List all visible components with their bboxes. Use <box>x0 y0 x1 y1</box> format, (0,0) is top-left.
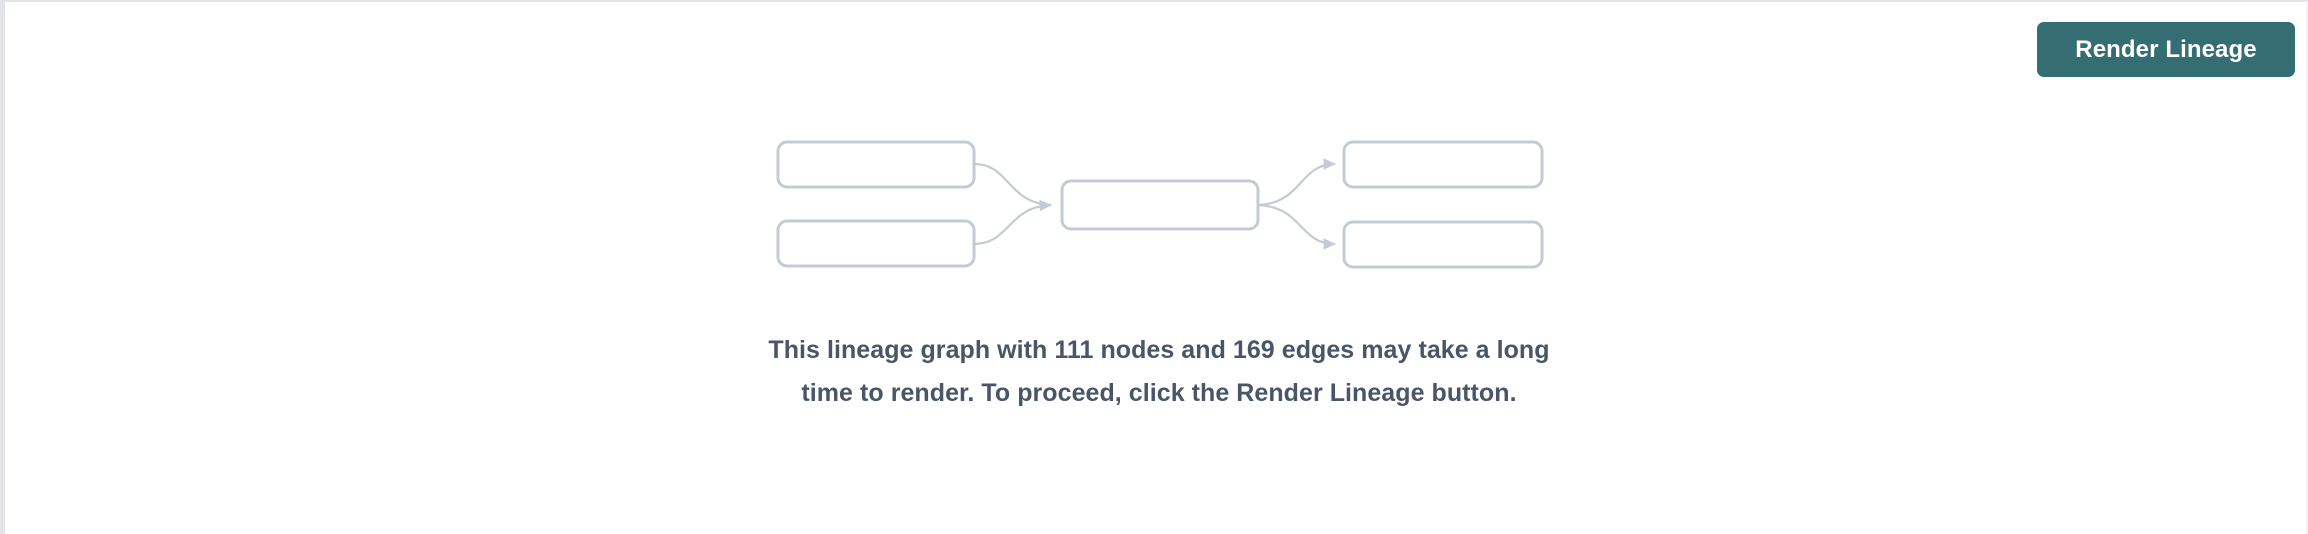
lineage-warning-message: This lineage graph with 111 nodes and 16… <box>768 336 1550 407</box>
edge-center-to-right-bottom <box>1257 203 1336 250</box>
edge-left-top-to-center <box>973 162 1052 207</box>
placeholder-node-group <box>776 140 1544 269</box>
edge-center-to-right-top <box>1257 158 1336 207</box>
render-lineage-button[interactable]: Render Lineage <box>2037 22 2295 77</box>
placeholder-node-center <box>1060 179 1260 231</box>
edge-left-bottom-to-center <box>973 199 1052 246</box>
placeholder-node-right-bottom <box>1342 220 1544 269</box>
placeholder-node-left-bottom <box>776 219 976 268</box>
placeholder-graph-svg <box>776 140 1544 269</box>
placeholder-node-right-top <box>1342 140 1544 189</box>
placeholder-edge-group <box>973 158 1336 250</box>
lineage-empty-state: This lineage graph with 111 nodes and 16… <box>5 2 2306 534</box>
placeholder-node-left-top <box>776 140 976 189</box>
lineage-placeholder-graph <box>763 130 1563 285</box>
